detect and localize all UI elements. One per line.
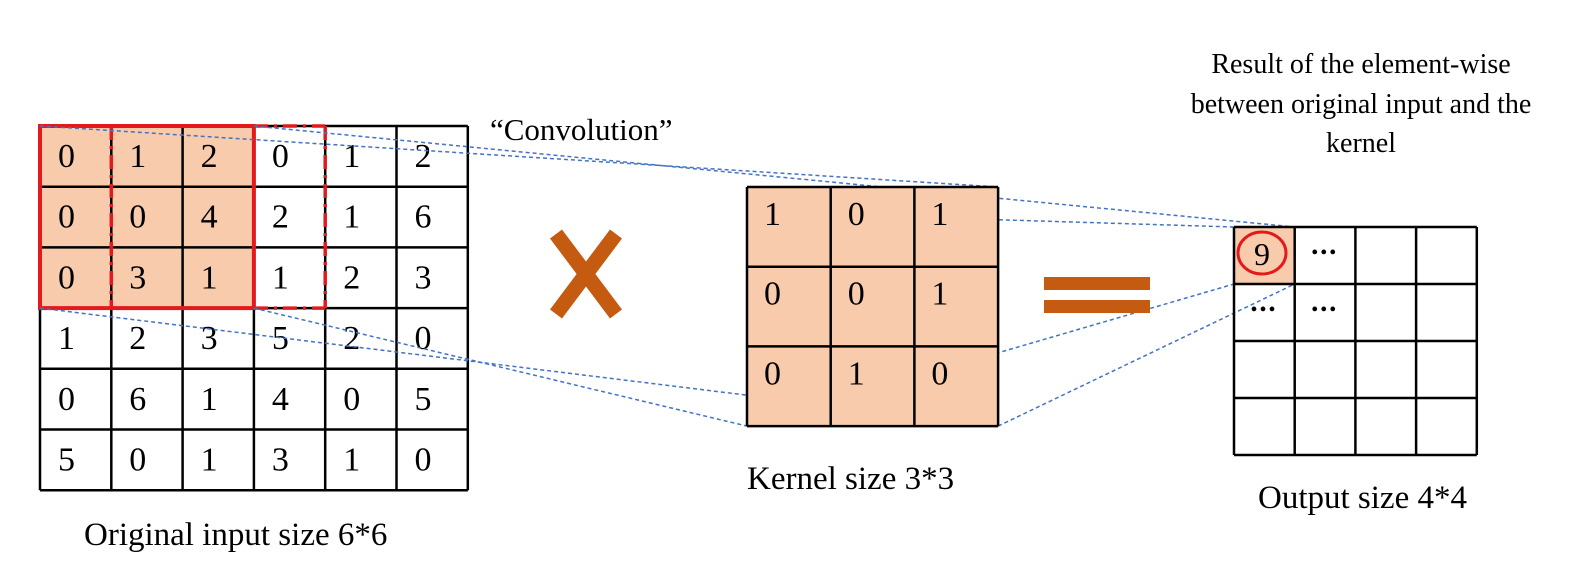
input-cell-value: 6 bbox=[129, 381, 146, 418]
input-window-highlight bbox=[40, 126, 254, 309]
kernel-cell-value: 0 bbox=[764, 355, 781, 392]
input-cell-value: 3 bbox=[415, 259, 432, 296]
input-cell-value: 1 bbox=[201, 381, 218, 418]
kernel-caption: Kernel size 3*3 bbox=[747, 461, 954, 497]
input-cell-value: 2 bbox=[272, 199, 289, 236]
kernel-cell-value: 1 bbox=[931, 196, 948, 233]
output-caption: Output size 4*4 bbox=[1258, 480, 1467, 516]
multiply-x-icon bbox=[550, 229, 622, 319]
input-cell-value: 5 bbox=[415, 381, 432, 418]
input-cell-value: 1 bbox=[272, 259, 289, 296]
input-cell-value: 1 bbox=[201, 259, 218, 296]
input-cell-value: 0 bbox=[415, 442, 432, 479]
sliding-window bbox=[38, 124, 327, 311]
output-note-line-2: between original input and the bbox=[1191, 89, 1532, 120]
input-cell-value: 1 bbox=[129, 138, 146, 175]
connector-line bbox=[746, 211, 1235, 228]
kernel-cell-value: 0 bbox=[764, 276, 781, 313]
connector-line bbox=[253, 307, 748, 427]
connector-line bbox=[39, 125, 999, 188]
input-cell-value: 0 bbox=[58, 259, 75, 296]
input-cell-value: 2 bbox=[415, 138, 432, 175]
input-cell-value: 5 bbox=[58, 442, 75, 479]
output-note-line-1: Result of the element-wise bbox=[1211, 49, 1510, 80]
output-note-line-3: kernel bbox=[1326, 128, 1396, 159]
input-cell-value: 0 bbox=[58, 138, 75, 175]
output-grid: 9 ••• ••• ••• bbox=[1232, 225, 1479, 457]
connector-line bbox=[253, 125, 1295, 228]
equals-icon bbox=[1044, 277, 1150, 313]
input-cell-value: 0 bbox=[58, 381, 75, 418]
connector-line bbox=[997, 283, 1296, 427]
kernel-cell-value: 0 bbox=[848, 276, 865, 313]
kernel-cell-value: 1 bbox=[848, 355, 865, 392]
input-cell-value: 5 bbox=[272, 320, 289, 357]
input-cell-value: 1 bbox=[343, 199, 360, 236]
convolution-label: “Convolution” bbox=[490, 112, 673, 147]
input-cell-value: 0 bbox=[129, 442, 146, 479]
input-cell-value: 2 bbox=[343, 320, 360, 357]
output-ellipsis: ••• bbox=[1250, 299, 1277, 321]
input-cell-value: 2 bbox=[201, 138, 218, 175]
kernel-cell-value: 1 bbox=[931, 276, 948, 313]
input-cell-value: 0 bbox=[272, 138, 289, 175]
input-cell-value: 2 bbox=[343, 259, 360, 296]
input-cell-value: 4 bbox=[201, 199, 218, 236]
kernel-cell-value: 1 bbox=[764, 196, 781, 233]
input-cell-value: 0 bbox=[129, 199, 146, 236]
input-cell-value: 0 bbox=[343, 381, 360, 418]
input-cell-value: 3 bbox=[129, 259, 146, 296]
kernel-grid: 1 0 1 0 0 1 0 1 0 bbox=[745, 185, 1000, 428]
output-ellipsis: ••• bbox=[1311, 242, 1338, 264]
input-cell-value: 3 bbox=[272, 442, 289, 479]
input-cell-value: 0 bbox=[415, 320, 432, 357]
input-cell-value: 3 bbox=[201, 320, 218, 357]
result-circle bbox=[1236, 230, 1288, 276]
kernel-cell-value: 0 bbox=[848, 196, 865, 233]
input-cell-value: 1 bbox=[343, 442, 360, 479]
input-cell-value: 1 bbox=[58, 320, 75, 357]
window-border-solid bbox=[38, 124, 256, 311]
input-cell-value: 0 bbox=[58, 199, 75, 236]
input-cell-value: 1 bbox=[343, 138, 360, 175]
input-cell-value: 2 bbox=[129, 320, 146, 357]
input-cell-value: 6 bbox=[415, 199, 432, 236]
kernel-fill bbox=[747, 187, 999, 427]
input-cell-value: 1 bbox=[201, 442, 218, 479]
input-caption: Original input size 6*6 bbox=[84, 517, 387, 553]
output-first-value: 9 bbox=[1254, 236, 1270, 272]
kernel-cell-value: 0 bbox=[931, 355, 948, 392]
output-ellipsis: ••• bbox=[1311, 299, 1338, 321]
input-cell-value: 4 bbox=[272, 381, 289, 418]
